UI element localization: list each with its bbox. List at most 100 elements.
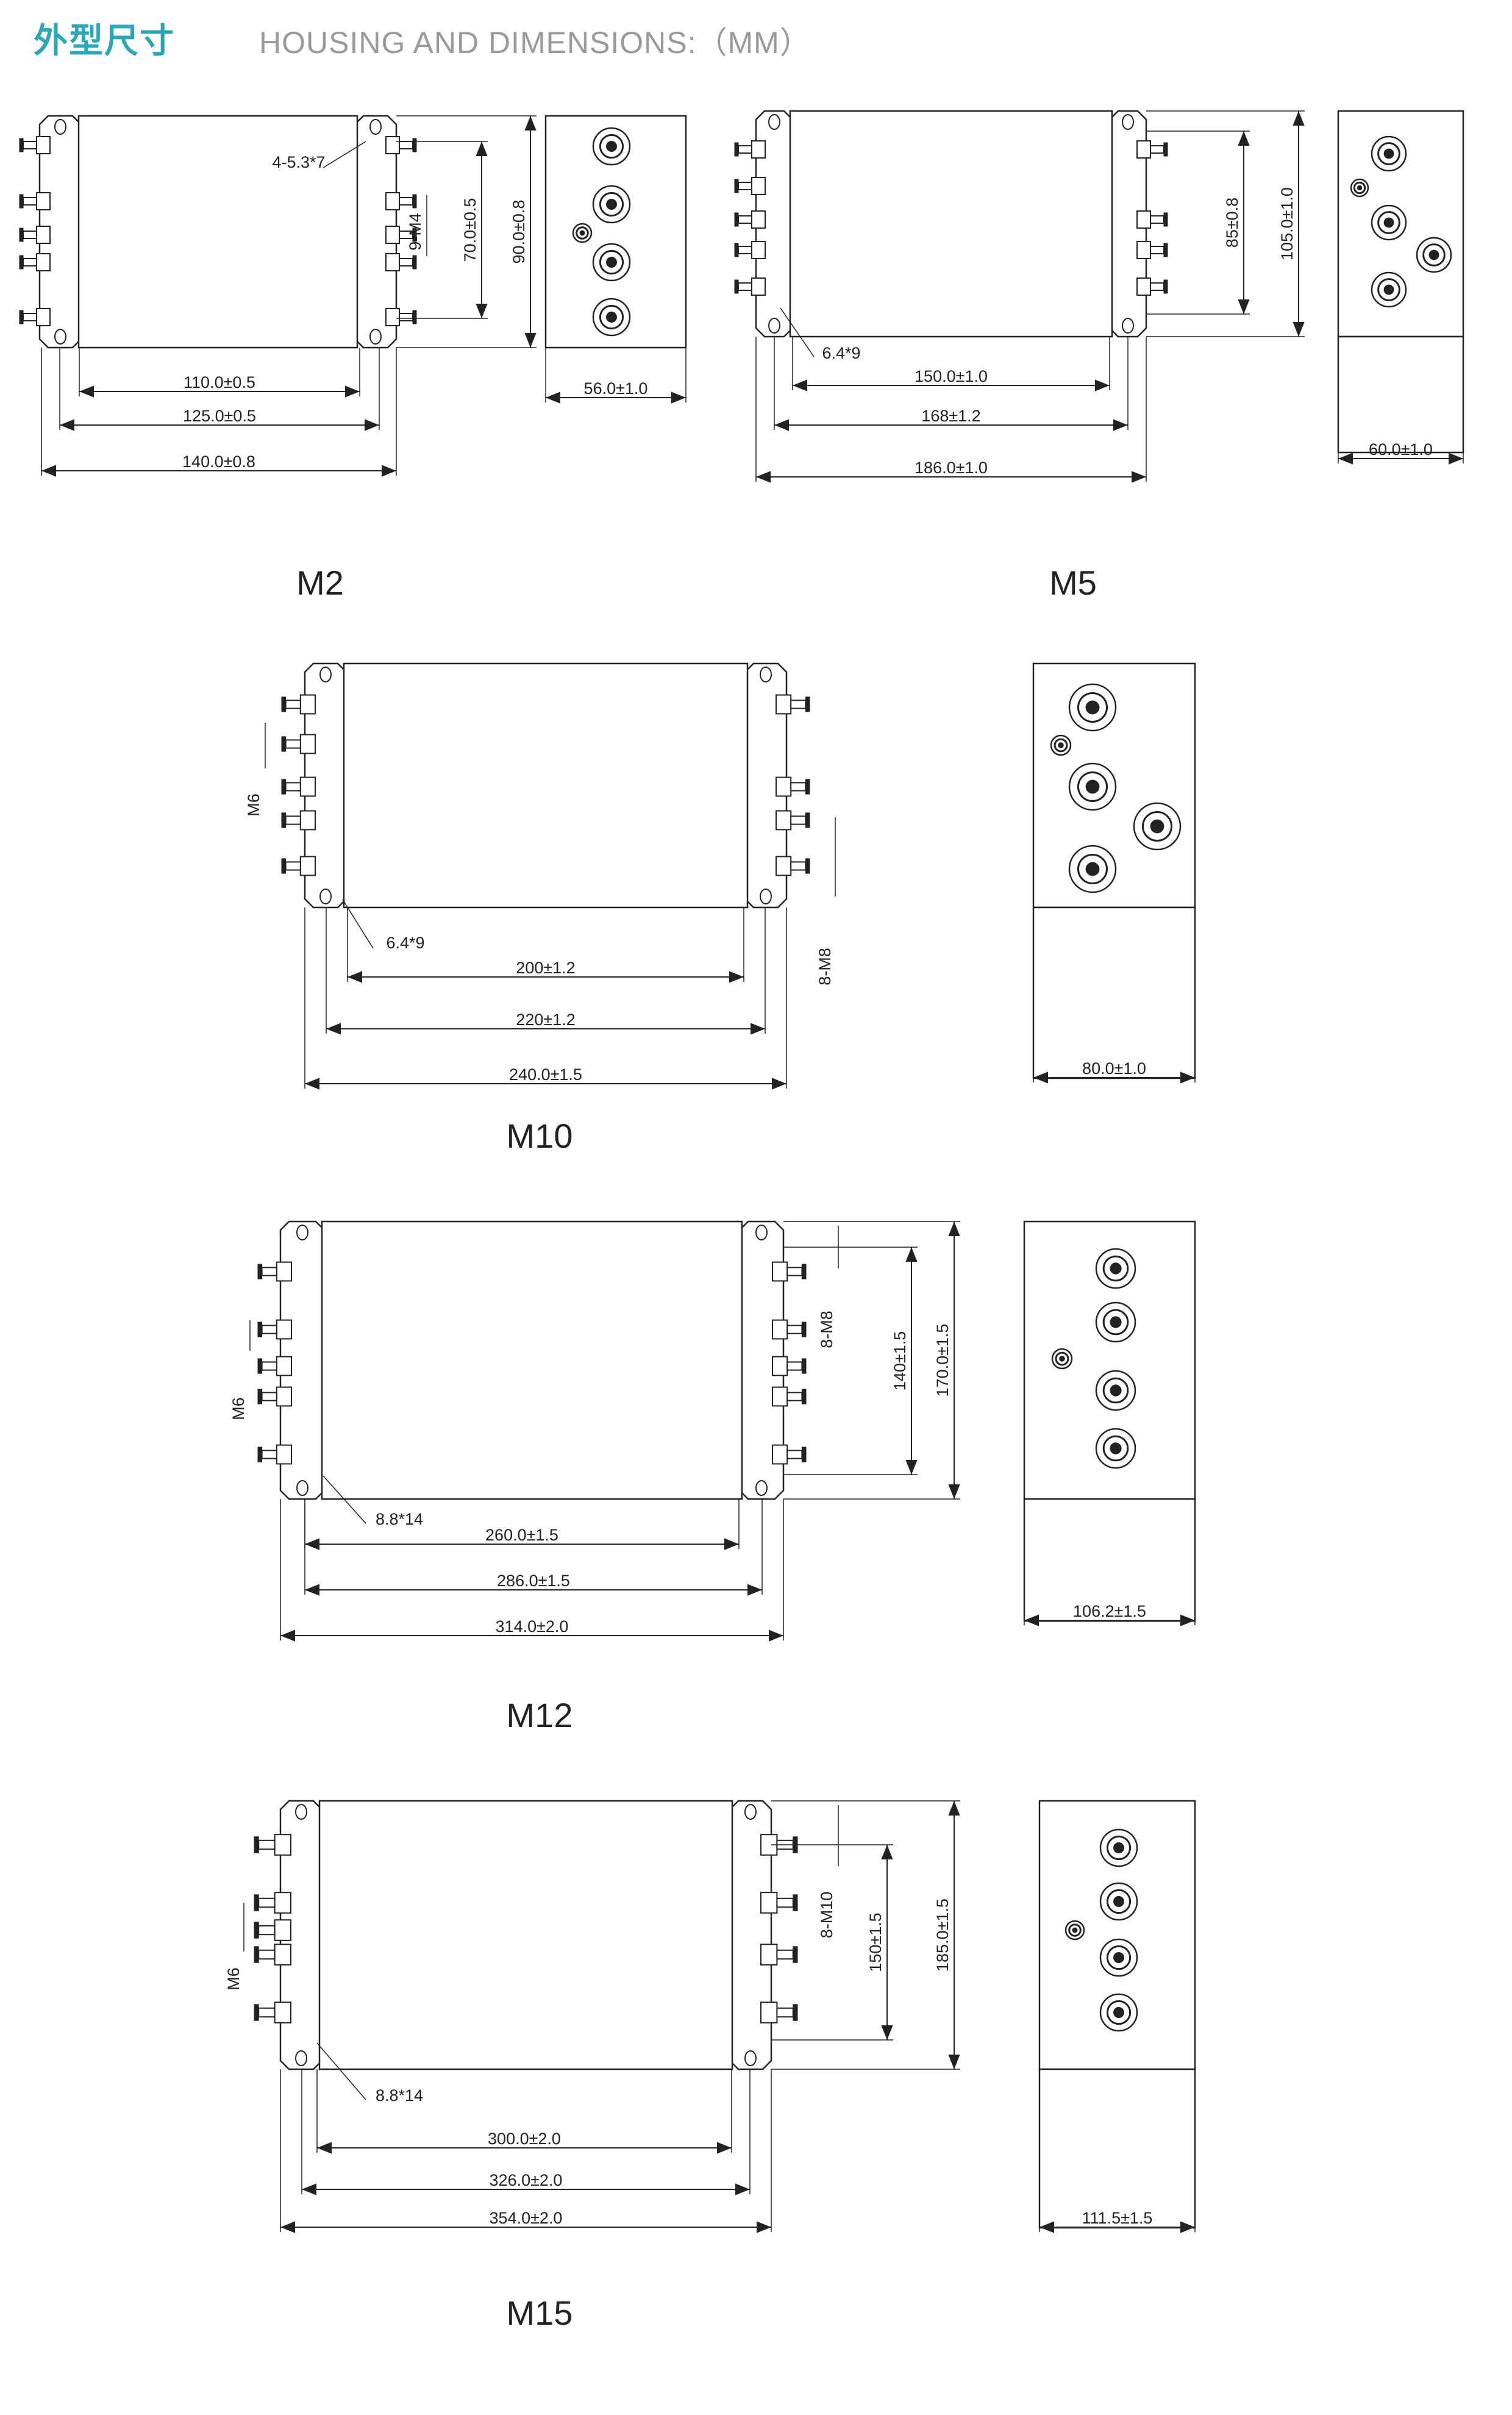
terminal-bushing	[1095, 1428, 1136, 1469]
terminal-stud	[734, 177, 766, 195]
terminal-stud	[776, 694, 810, 715]
terminal-nut	[299, 810, 316, 831]
terminal-cap	[1163, 142, 1168, 157]
terminal-cap	[412, 227, 417, 242]
terminal-bolt	[1150, 215, 1164, 224]
mounting-hole	[768, 318, 780, 334]
terminal-bushing	[572, 223, 593, 243]
terminal-stud	[772, 1356, 807, 1376]
terminal-cap	[412, 310, 417, 324]
terminal-bolt	[790, 815, 807, 825]
dim-label: 110.0±0.5	[184, 373, 255, 392]
terminal-bolt	[285, 861, 301, 871]
terminal-nut	[274, 1834, 292, 1856]
terminal-bolt	[786, 1267, 803, 1276]
horizontal-dimension: 314.0±2.0	[280, 1617, 783, 1642]
terminal-cap	[254, 1894, 259, 1911]
terminal-cap	[793, 1946, 798, 1963]
filter-body	[321, 1220, 743, 1500]
terminal-bolt	[285, 739, 301, 749]
terminal-cap	[801, 1264, 807, 1279]
dim-label: 111.5±1.5	[1082, 2209, 1153, 2227]
terminal-cap	[805, 779, 810, 795]
model-name: M2	[296, 564, 344, 602]
mounting-hole	[768, 114, 780, 130]
terminal-bushing	[1371, 135, 1407, 172]
terminal-nut	[772, 1319, 788, 1340]
bushing-core	[1383, 217, 1394, 228]
terminal-stud	[281, 810, 316, 831]
terminal-bolt	[399, 258, 413, 267]
terminal-stud	[1136, 277, 1168, 296]
model-name: M10	[507, 1117, 573, 1155]
terminal-bushing	[1350, 178, 1369, 198]
bushing-core	[1113, 2007, 1124, 2018]
terminal-bolt	[285, 815, 301, 825]
vertical-dimension: 170.0±1.5	[933, 1222, 960, 1499]
terminal-cap	[801, 1389, 807, 1404]
bushing-core	[606, 312, 617, 323]
terminal-cap	[1163, 243, 1168, 257]
terminal-bolt	[261, 1267, 277, 1276]
terminal-cap	[254, 1922, 259, 1939]
side-view: 111.5±1.5	[1038, 1800, 1196, 2233]
horizontal-dimension: 111.5±1.5	[1040, 2209, 1195, 2233]
dim-label: 90.0±0.8	[510, 200, 528, 264]
terminal-cap	[412, 138, 417, 152]
dim-label: 354.0±2.0	[490, 2209, 563, 2227]
terminal-stud	[385, 226, 417, 244]
terminal-nut	[760, 1944, 778, 1966]
terminal-bolt	[790, 782, 807, 792]
bushing-core	[1085, 862, 1100, 876]
mounting-hole	[319, 667, 332, 682]
terminal-cap	[19, 255, 24, 270]
hole-label: 8.8*14	[376, 1510, 423, 1528]
terminal-stud	[257, 1356, 292, 1376]
dim-label: 185.0±1.5	[933, 1898, 952, 1972]
terminal-cap	[412, 255, 417, 270]
dim-label: 150.0±1.0	[915, 367, 988, 385]
terminal-bolt	[258, 1897, 276, 1908]
dim-label: 56.0±1.0	[584, 379, 648, 398]
terminal-cap	[257, 1264, 263, 1279]
terminal-stud	[19, 192, 51, 210]
terminal-cap	[734, 279, 739, 294]
terminal-bushing	[1133, 802, 1182, 851]
mounting-hole	[319, 889, 332, 904]
mounting-hole	[369, 329, 382, 345]
terminal-bolt	[258, 1839, 276, 1850]
hole-label: 6.4*9	[386, 934, 424, 952]
terminal-nut	[385, 253, 400, 271]
terminal-bushing	[1068, 762, 1117, 811]
terminal-stud	[760, 1944, 798, 1966]
terminal-stud	[385, 308, 417, 326]
side-view: 106.2±1.5	[1023, 1220, 1196, 1626]
terminal-cap	[801, 1322, 807, 1337]
dim-label: 125.0±0.5	[183, 407, 256, 425]
terminal-nut	[751, 210, 766, 229]
horizontal-dimension: 168±1.2	[774, 407, 1128, 431]
hole-label: 6.4*9	[822, 344, 860, 362]
terminal-bolt	[23, 197, 37, 206]
stud-label: 9-M4	[406, 213, 424, 251]
terminal-bolt	[23, 313, 37, 321]
side-lower	[1032, 906, 1196, 1079]
horizontal-dimension: 125.0±0.5	[60, 407, 379, 431]
terminal-nut	[274, 2002, 292, 2023]
terminal-stud	[19, 308, 51, 326]
dim-label: 220±1.2	[516, 1011, 575, 1029]
terminal-cap	[254, 1946, 259, 1963]
terminal-bolt	[399, 141, 413, 149]
dim-label: 60.0±1.0	[1369, 440, 1433, 459]
mounting-hole	[54, 119, 66, 135]
terminal-cap	[734, 179, 739, 193]
terminal-bolt	[1150, 282, 1164, 291]
dim-label: 260.0±1.5	[485, 1526, 558, 1544]
bushing-core	[1085, 779, 1100, 794]
dim-label: 140.0±0.8	[182, 453, 255, 471]
terminal-stud	[254, 1834, 292, 1856]
terminal-stud	[760, 2002, 798, 2023]
terminal-stud	[281, 734, 316, 754]
terminal-nut	[760, 1892, 778, 1914]
terminal-stud	[776, 856, 810, 876]
